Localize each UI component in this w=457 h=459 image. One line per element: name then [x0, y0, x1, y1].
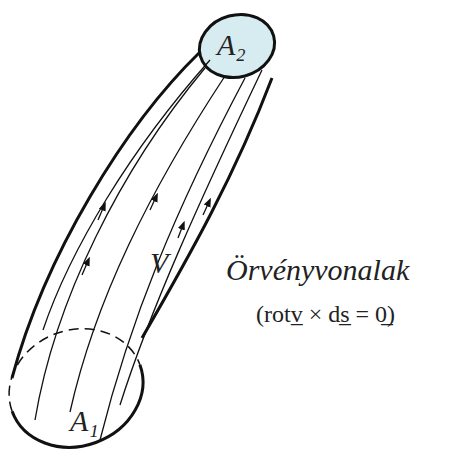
area-label: A₂ [217, 30, 246, 60]
vortex-lines-label: Örvényvonalak [226, 255, 409, 285]
volume-label: V [150, 248, 168, 278]
formula-label: (rotv̲ × ds̲ = 0̲) [256, 302, 395, 326]
area-label: A₁ [70, 406, 99, 436]
